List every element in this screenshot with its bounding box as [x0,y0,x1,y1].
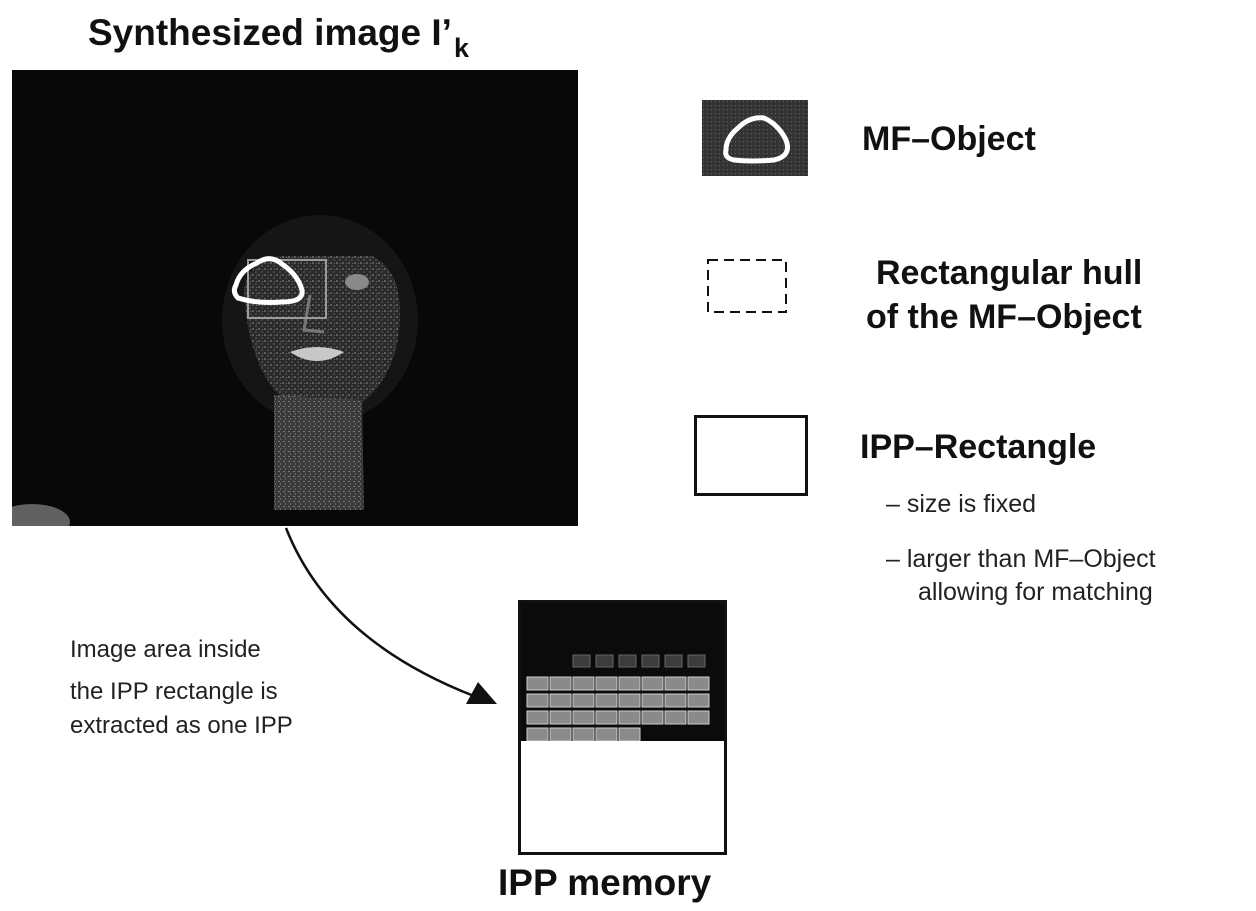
ipp-patch [572,710,595,725]
ipp-patch [618,693,641,708]
ipp-patch-faint [618,654,637,668]
synthesized-face-graphic [0,215,418,540]
caption-line-3: extracted as one IPP [70,712,293,739]
mouth [290,347,344,361]
arrow-head-icon [466,682,497,704]
ipp-patch [572,727,595,742]
synthesized-image-title: Synthesized image I’k [88,12,469,63]
ipp-patch [687,710,710,725]
neck-region [274,395,364,510]
synthesized-image-title-text: Synthesized image I’ [88,12,452,53]
ipp-patch [664,710,687,725]
ipp-patch [595,693,618,708]
ipp-patch-faint [595,654,614,668]
ipp-memory-title: IPP memory [498,862,712,903]
mf-object-label: MF–Object [862,120,1036,158]
ipp-patch [641,676,664,691]
ipp-patch [687,693,710,708]
caption-line-2: the IPP rectangle is [70,678,278,705]
synthesized-image [0,70,578,540]
ipp-patch [595,710,618,725]
ipp-patch [641,710,664,725]
ipp-memory-patches [526,654,710,742]
ipp-patch [526,676,549,691]
mf-object-legend-swatch [702,100,808,176]
ipp-patch [595,727,618,742]
ipp-patch [641,693,664,708]
ipp-patch-faint [664,654,683,668]
ipp-patch [687,676,710,691]
ipp-bullet-3: allowing for matching [918,578,1153,606]
rectangular-hull-label-line2: of the MF–Object [866,298,1142,336]
arrow-curve [284,527,475,698]
ipp-patch [595,676,618,691]
ipp-patch [572,676,595,691]
nose [302,294,325,334]
ipp-patch [549,710,572,725]
face-region [244,256,401,417]
ipp-bullet-1: – size is fixed [886,490,1037,518]
ipp-patch [526,693,549,708]
rectangular-hull-label-line1: Rectangular hull [876,254,1143,292]
ipp-patch [526,710,549,725]
ipp-patch [549,676,572,691]
mf-object-outline [231,256,305,305]
ipp-patch [549,727,572,742]
right-eye [345,274,369,290]
ipp-patch [618,676,641,691]
ipp-patch [664,676,687,691]
ipp-patch [618,727,641,742]
ipp-patch-faint [641,654,660,668]
synthesized-image-title-subscript: k [453,33,469,63]
ipp-bullet-2: – larger than MF–Object [886,545,1156,573]
caption-line-1: Image area inside [70,636,261,663]
ipp-patch-faint [572,654,591,668]
ipp-memory-filled-region [521,603,724,742]
ipp-patch [572,693,595,708]
ipp-memory-box [518,600,727,855]
ipp-patch [618,710,641,725]
ipp-rectangle-legend-icon [694,415,808,496]
ipp-patch [549,693,572,708]
ipp-patch [526,727,549,742]
mf-object-legend-icon [702,100,808,176]
rectangular-hull-legend-icon [707,259,787,313]
ipp-rectangle-in-image [247,259,327,319]
ipp-patch-faint [687,654,706,668]
ipp-patch [664,693,687,708]
ipp-rectangle-label: IPP–Rectangle [860,428,1097,466]
